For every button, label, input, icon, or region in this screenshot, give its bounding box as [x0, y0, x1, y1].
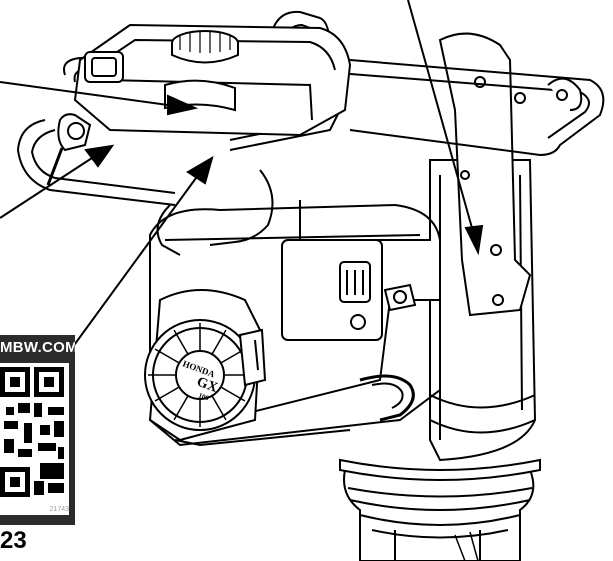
engine-model: GX: [195, 375, 220, 396]
callout-4-arrowhead: [464, 224, 484, 256]
callout-3-arrowhead: [186, 155, 214, 185]
callout-1-line: [0, 81, 169, 106]
callout-2-line: [0, 157, 93, 219]
engine: [144, 200, 441, 447]
callout-3-line: [71, 177, 197, 349]
callout-4-line: [407, 0, 473, 229]
rammer-base: [339, 458, 541, 561]
qr-url-text: MBW.COM: [0, 339, 75, 356]
fuel-line: [156, 204, 181, 256]
callout-2-arrowhead: [84, 144, 115, 168]
qr-code-pattern: [0, 363, 69, 515]
qr-label: MBW.COM: [0, 335, 75, 525]
qr-code-number: 21743: [49, 506, 69, 513]
qr-code: [0, 363, 69, 515]
figure-number: 23: [0, 527, 27, 554]
callout-lines: [0, 0, 484, 349]
engine-displacement: 100: [197, 391, 210, 402]
throttle-cable: [209, 169, 274, 246]
callout-1-arrowhead: [167, 94, 199, 116]
